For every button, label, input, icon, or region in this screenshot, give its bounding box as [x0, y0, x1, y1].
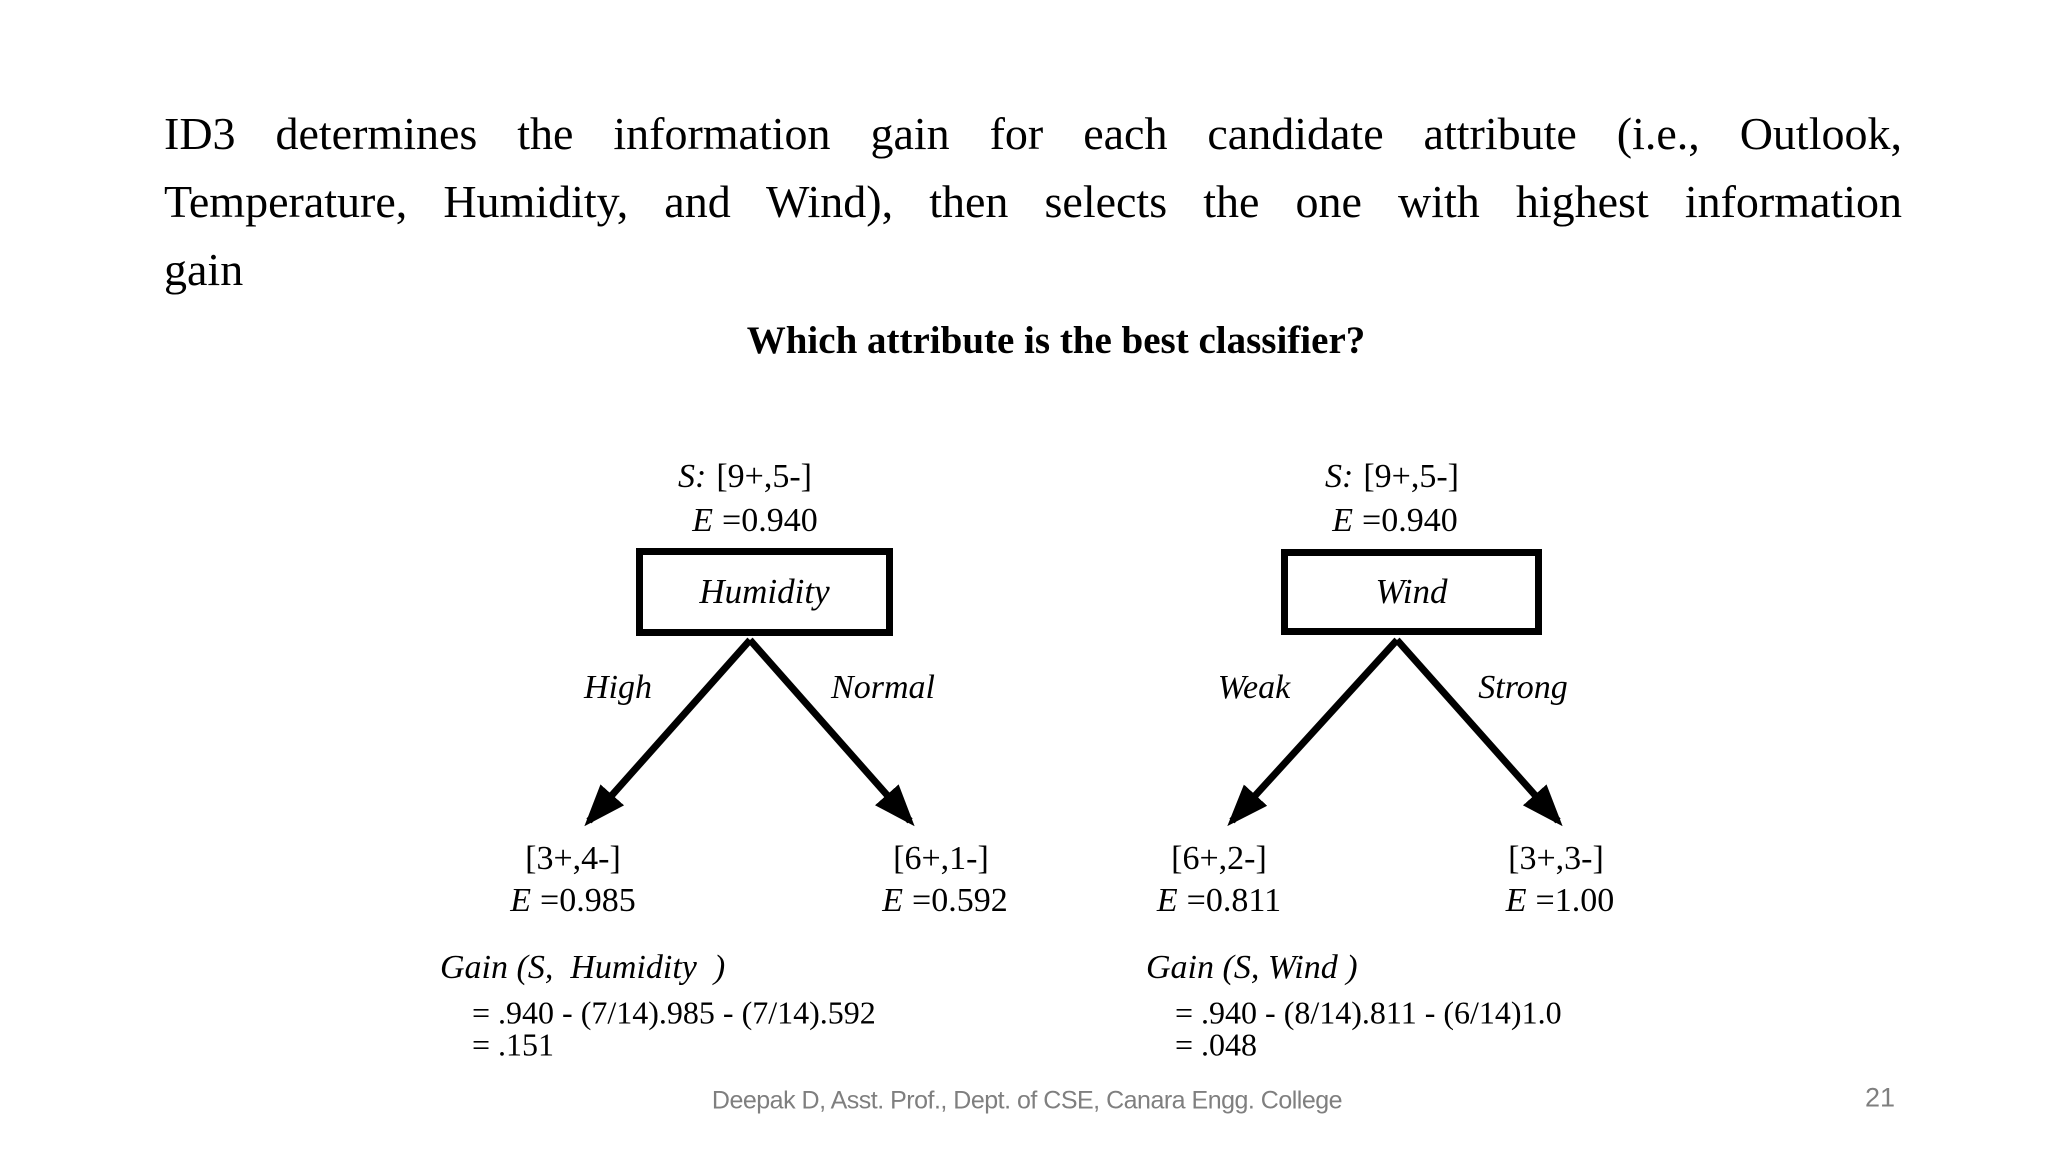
entropy-value: =0.940 [722, 502, 818, 539]
entropy-value: =0.985 [540, 882, 636, 919]
paragraph-line-3: gain [164, 244, 244, 295]
set-symbol: S: [678, 458, 707, 495]
entropy-symbol: E [1505, 882, 1527, 919]
entropy-symbol: E [1156, 882, 1178, 919]
entropy-symbol: E [1332, 502, 1354, 539]
entropy-value: =1.00 [1535, 882, 1615, 919]
leaf-entropy-strong: E=1.00 [1506, 882, 1614, 920]
paragraph-line-1: ID3 determines the information gain for … [164, 108, 1902, 159]
set-counts: [9+,5-] [716, 458, 812, 495]
leaf-set-normal: [6+,1-] [893, 840, 989, 877]
root-set-label: S:[9+,5-] [1325, 458, 1459, 496]
leaf-set-strong: [3+,3-] [1508, 840, 1604, 877]
gain-label-wind: Gain (S, Wind ) [1146, 949, 1358, 986]
attribute-name: Humidity [699, 572, 830, 611]
arrow-high [584, 637, 753, 827]
arrow-weak [1227, 637, 1400, 827]
attribute-name: Wind [1375, 572, 1448, 611]
gain-formula-humidity: = .940 - (7/14).985 - (7/14).592 [472, 994, 876, 1031]
set-symbol: S: [1325, 458, 1354, 495]
arrow-strong [1394, 637, 1563, 827]
arrow-normal [747, 637, 915, 827]
root-entropy-label: E=0.940 [1332, 502, 1457, 540]
attribute-box-wind: Wind [1281, 549, 1542, 635]
gain-label-humidity: Gain (S, Humidity ) [440, 949, 726, 986]
branch-label-high: High [584, 669, 652, 706]
leaf-set-high: [3+,4-] [525, 840, 621, 877]
branch-label-weak: Weak [1217, 669, 1291, 706]
page-number: 21 [1864, 1082, 1896, 1113]
intro-paragraph: ID3 determines the information gain for … [164, 100, 1902, 304]
attribute-box-humidity: Humidity [636, 548, 893, 636]
branch-label-normal: Normal [831, 669, 935, 706]
paragraph-line-2: Temperature, Humidity, and Wind), then s… [164, 176, 1902, 227]
entropy-symbol: E [882, 882, 904, 919]
slide-title: Which attribute is the best classifier? [746, 319, 1366, 362]
entropy-symbol: E [510, 882, 532, 919]
root-entropy-label: E=0.940 [692, 502, 817, 540]
leaf-entropy-weak: E=0.811 [1157, 882, 1281, 920]
branch-label-strong: Strong [1478, 669, 1568, 706]
entropy-value: =0.940 [1362, 502, 1458, 539]
gain-result-humidity: = .151 [472, 1026, 555, 1063]
gain-formula-wind: = .940 - (8/14).811 - (6/14)1.0 [1175, 994, 1562, 1031]
leaf-entropy-normal: E=0.592 [882, 882, 1007, 920]
root-set-label: S:[9+,5-] [678, 458, 812, 496]
entropy-value: =0.811 [1186, 882, 1282, 919]
leaf-entropy-high: E=0.985 [510, 882, 635, 920]
leaf-set-weak: [6+,2-] [1171, 840, 1267, 877]
gain-result-wind: = .048 [1175, 1026, 1258, 1063]
footer-credit: Deepak D, Asst. Prof., Dept. of CSE, Can… [711, 1086, 1343, 1115]
entropy-symbol: E [692, 502, 714, 539]
entropy-value: =0.592 [912, 882, 1008, 919]
set-counts: [9+,5-] [1363, 458, 1459, 495]
